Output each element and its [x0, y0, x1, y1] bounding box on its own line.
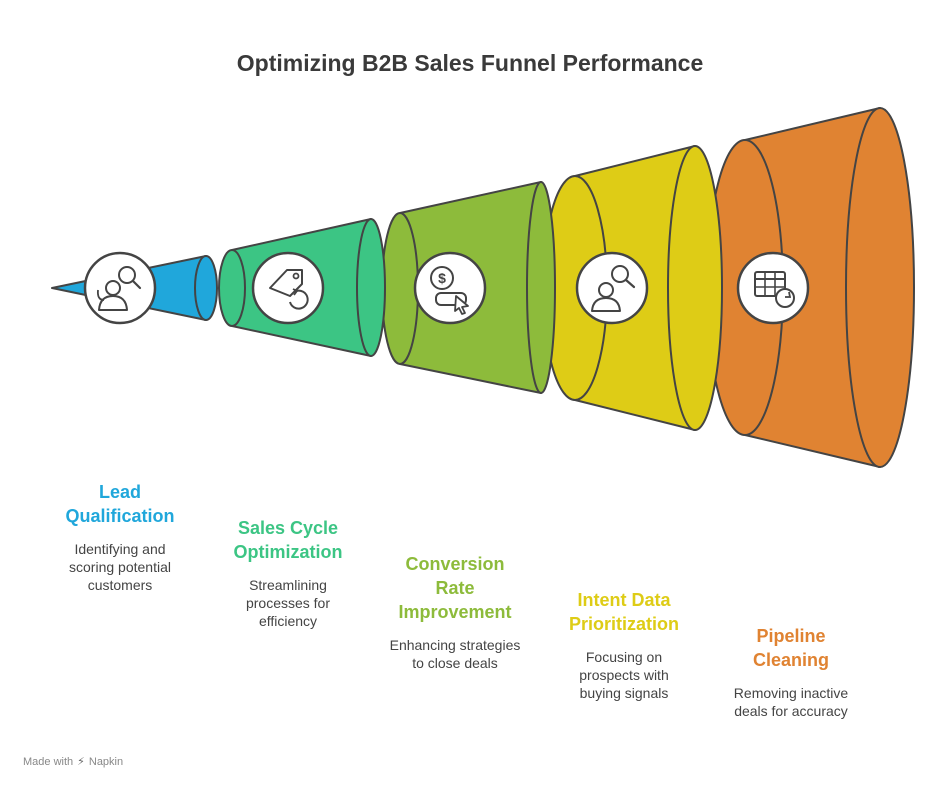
tag-refresh-icon [251, 251, 325, 325]
stage-intent-data-prioritization: Intent Data Prioritization Focusing on p… [544, 588, 704, 702]
svg-text:$: $ [438, 270, 446, 286]
stage-title: Conversion Rate Improvement [398, 554, 512, 622]
stage-pipeline-cleaning: Pipeline Cleaning Removing inactive deal… [706, 624, 876, 720]
user-search-icon [575, 251, 649, 325]
stage-title: Sales Cycle Optimization [233, 518, 343, 562]
person-search-icon [83, 251, 157, 325]
stage-description: Streamlining processes for efficiency [245, 577, 331, 629]
made-with-text: Made with [23, 755, 74, 768]
stage-title: Lead Qualification [65, 482, 175, 526]
stage-conversion-rate-improvement: Conversion Rate Improvement Enhancing st… [370, 552, 540, 672]
stage-description: Removing inactive deals for accuracy [733, 685, 849, 719]
stage-title: Intent Data Prioritization [568, 590, 679, 634]
stage-description: Focusing on prospects with buying signal… [579, 649, 669, 701]
footer-credit: Made with ⚡ Napkin [23, 755, 124, 769]
stage-title: Pipeline Cleaning [752, 626, 829, 670]
stage-description: Identifying and scoring potential custom… [69, 541, 171, 593]
brand-name: Napkin [88, 755, 124, 768]
stage-sales-cycle-optimization: Sales Cycle Optimization Streamlining pr… [208, 516, 368, 630]
dollar-click-icon: $ [413, 251, 487, 325]
diagram-title: Optimizing B2B Sales Funnel Performance [236, 50, 704, 76]
table-refresh-icon [736, 251, 810, 325]
stage-description: Enhancing strategies to close deals [389, 637, 521, 671]
napkin-logo-icon: ⚡ [77, 756, 85, 768]
stage-lead-qualification: Lead Qualification Identifying and scori… [40, 480, 200, 594]
funnel-segment-pipeline-cleaning [706, 107, 915, 468]
